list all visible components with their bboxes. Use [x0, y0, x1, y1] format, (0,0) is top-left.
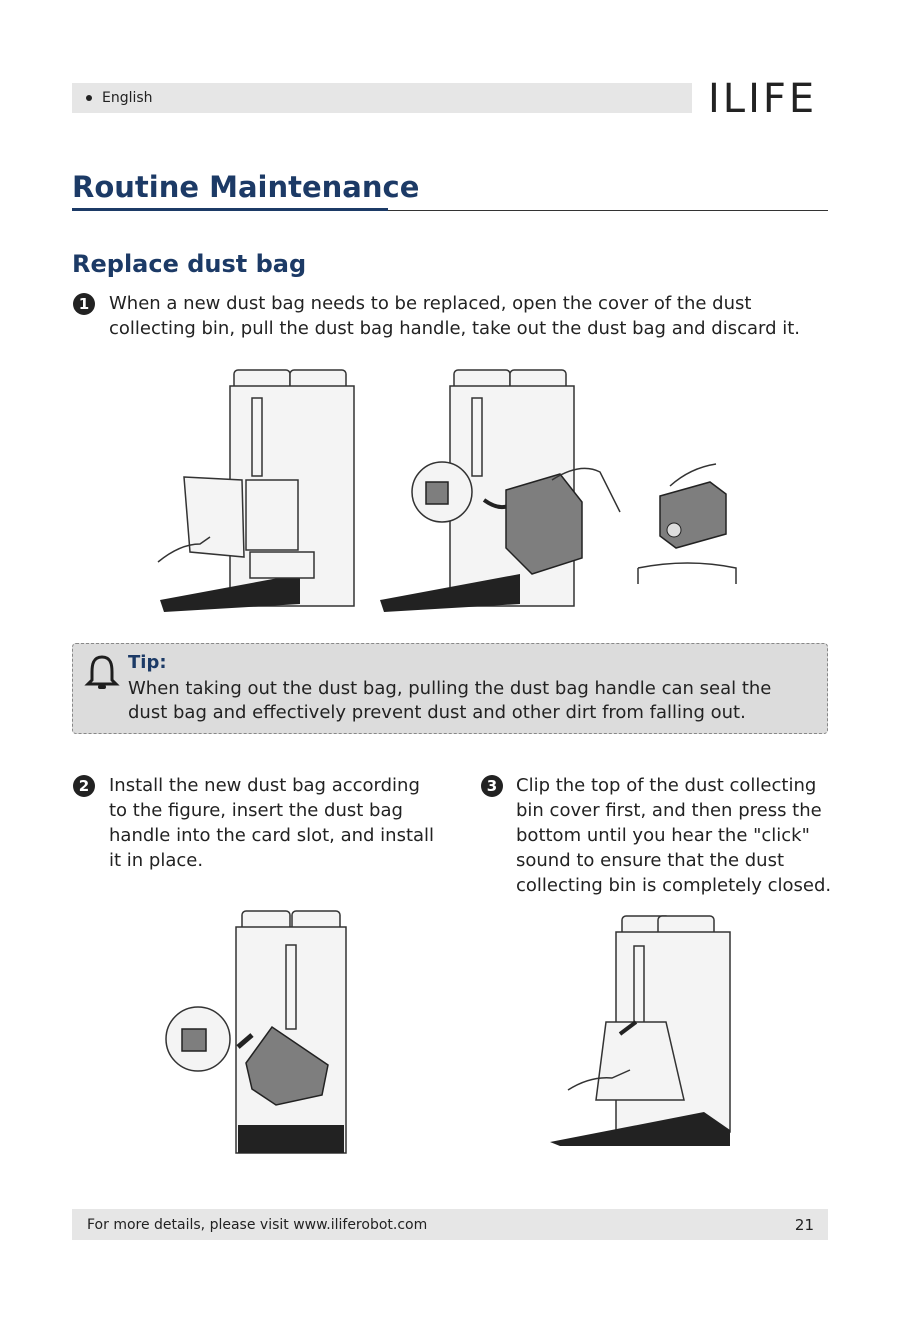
step-3-text: Clip the top of the dust collecting bin …	[516, 775, 832, 896]
language-label: English	[102, 90, 153, 106]
step-1-text: When a new dust bag needs to be replaced…	[109, 293, 801, 339]
step-1-badge: 1	[73, 293, 95, 315]
title-divider	[388, 210, 828, 211]
dock-station-open-icon	[157, 369, 355, 612]
brand-logo: ILIFE	[708, 76, 818, 122]
title-underline	[72, 208, 388, 211]
dust-bag-bin-icon	[637, 463, 737, 584]
close-bin-illustration	[550, 915, 731, 1146]
footer-bar: For more details, please visit www.ilife…	[72, 1209, 828, 1240]
tip-text: When taking out the dust bag, pulling th…	[128, 678, 772, 723]
install-dust-bag-illustration	[165, 910, 347, 1154]
step-2-text: Install the new dust bag according to th…	[109, 775, 435, 871]
remove-dust-bag-illustration	[157, 369, 737, 612]
page-number: 21	[794, 1215, 814, 1234]
subsection-title: Replace dust bag	[72, 250, 307, 278]
step-2-badge: 2	[73, 775, 95, 797]
bell-icon	[84, 655, 120, 689]
dock-station-pull-icon	[380, 369, 621, 612]
footer-website-text: For more details, please visit www.ilife…	[87, 1216, 428, 1233]
tip-box	[72, 643, 828, 734]
tip-heading: Tip:	[128, 652, 167, 673]
section-title: Routine Maintenance	[72, 170, 420, 204]
header-language-bar: English	[72, 83, 692, 113]
step-3-badge: 3	[481, 775, 503, 797]
bullet-icon	[86, 95, 92, 101]
